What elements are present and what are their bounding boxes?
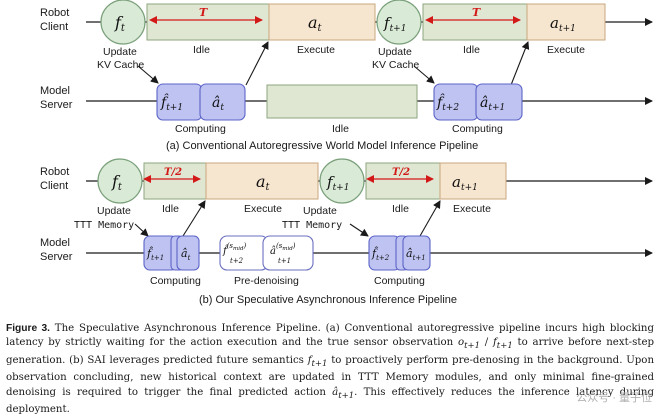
update-text-a1: Update <box>103 46 137 58</box>
execute-text-b2: Execute <box>453 203 491 215</box>
caption-math-a-sub: t+1 <box>338 390 355 401</box>
update-text-a2: Update <box>378 46 412 58</box>
ttt-memory-text-b2: TTT Memory <box>282 220 342 231</box>
svg-text:t+1: t+1 <box>278 257 291 265</box>
computing-text-a2: Computing <box>452 123 503 135</box>
observation-ft-b <box>97 158 143 204</box>
pipeline-diagram: Robot Client Model Server ft T at ft+1 T… <box>40 0 653 306</box>
execute-block-b2 <box>439 162 507 200</box>
execute-text-b1: Execute <box>244 203 282 215</box>
T-half-label-b2: T/2 <box>392 167 410 178</box>
compute-a-b2 <box>402 235 431 271</box>
idle-text-a1: Idle <box>193 44 210 56</box>
caption-part-2: to arrive before next-step generation. (… <box>6 337 654 366</box>
pipeline-a-title: (a) Conventional Autoregressive World Mo… <box>166 140 478 152</box>
kv-cache-text-a2: KV Cache <box>372 59 419 71</box>
pre-denoising-text-b: Pre-denoising <box>234 275 299 287</box>
figure-caption: Figure 3. The Speculative Asynchronous I… <box>6 322 654 418</box>
T-half-label-b1: T/2 <box>164 167 182 178</box>
kv-cache-text-a1: KV Cache <box>97 59 144 71</box>
caption-math-a: â <box>332 386 339 398</box>
caption-math-f2: f <box>307 354 312 366</box>
observation-ft-a <box>100 0 146 45</box>
pipeline-b: Robot Client Model Server ft T/2 at ft+1… <box>40 158 653 306</box>
caption-part-1: The Speculative Asynchronous Inference P… <box>6 323 654 349</box>
execute-block-b1 <box>205 162 319 200</box>
idle-text-a2: Idle <box>463 44 480 56</box>
caption-math-f: f <box>493 337 497 349</box>
T-label-a2: T <box>472 6 481 19</box>
caption-math-slash: / <box>480 337 494 349</box>
robot-client-label-a: Robot <box>40 7 69 19</box>
svg-text:ft: ft <box>114 13 126 34</box>
svg-text:ft: ft <box>111 172 123 193</box>
observation-ft1-a <box>376 0 422 45</box>
svg-text:t+2: t+2 <box>230 257 244 265</box>
T-label-a1: T <box>199 6 208 19</box>
watermark: 公众号 · 量子位 <box>576 392 652 404</box>
caption-part-3: to proactively perform pre-denosing in t… <box>6 354 655 398</box>
execute-text-a1: Execute <box>297 44 335 56</box>
caption-math-o: o <box>457 337 465 349</box>
model-server-label-a: Model <box>40 85 70 97</box>
figure-label: Figure 3. <box>6 323 51 334</box>
compute-a-b1 <box>176 235 200 271</box>
model-server-label-b: Model <box>40 237 70 249</box>
idle-block-a1 <box>146 3 270 41</box>
update-text-b1: Update <box>97 205 131 217</box>
execute-text-a2: Execute <box>547 44 585 56</box>
execute-block-a2 <box>526 3 606 41</box>
computing-text-b1: Computing <box>150 275 201 287</box>
ttt-memory-text-b1: TTT Memory <box>74 220 134 231</box>
robot-client-label-a-2: Client <box>40 21 68 33</box>
caption-math-f-sub: t+1 <box>496 341 513 352</box>
robot-client-label-b-2: Client <box>40 180 68 192</box>
predenoise-a-b <box>262 235 314 271</box>
update-text-b2: Update <box>303 205 337 217</box>
observation-ft1-b <box>319 158 365 204</box>
idle-text-b1: Idle <box>162 203 179 215</box>
computing-text-a1: Computing <box>175 123 226 135</box>
compute-a-a2 <box>475 83 523 121</box>
idle-text-b2: Idle <box>392 203 409 215</box>
idle-server-text-a: Idle <box>332 123 349 135</box>
model-server-label-b-2: Server <box>40 251 73 263</box>
execute-block-a1 <box>268 3 376 41</box>
robot-client-label-b: Robot <box>40 166 69 178</box>
caption-math-o-sub: t+1 <box>464 341 481 352</box>
idle-server-block-a <box>266 84 418 119</box>
caption-math-f2-sub: t+1 <box>311 358 328 369</box>
computing-text-b2: Computing <box>374 275 425 287</box>
pipeline-a: Robot Client Model Server ft T at ft+1 T… <box>40 0 653 152</box>
pipeline-b-title: (b) Our Speculative Asynchronous Inferen… <box>199 294 457 306</box>
model-server-label-a-2: Server <box>40 99 73 111</box>
compute-a-a1 <box>199 83 246 121</box>
svg-text:ât: ât <box>181 247 191 262</box>
